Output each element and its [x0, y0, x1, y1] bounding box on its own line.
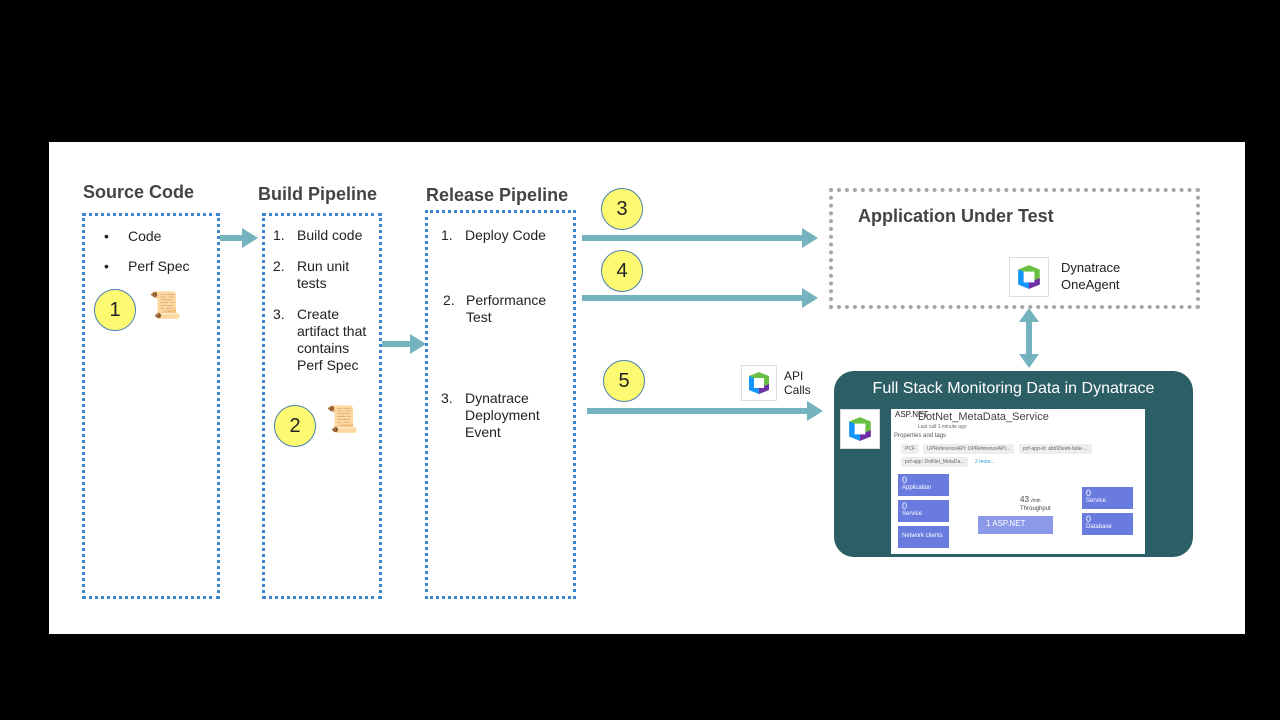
step-badge-2: 2 [274, 405, 316, 447]
build-item: Run unit tests [297, 258, 350, 291]
build-item: Create artifact that contains Perf Spec [297, 306, 367, 373]
tag: pcf-app-id: abb93eeb-fa9e-... [1019, 444, 1092, 454]
source-item: Perf Spec [128, 258, 190, 274]
script-icon: 📜 [326, 404, 359, 434]
dynatrace-logo-icon [741, 365, 777, 401]
source-code-title: Source Code [83, 182, 195, 202]
arrow-source-to-build [220, 228, 258, 248]
properties-toggle[interactable]: Properties and tags [894, 433, 947, 439]
release-pipeline-title: Release Pipeline [426, 185, 569, 205]
monitoring-panel: Full Stack Monitoring Data in Dynatrace … [834, 371, 1193, 557]
dynatrace-logo-icon [840, 409, 880, 449]
arrow-perf-test [582, 288, 818, 308]
arrow-deploy [582, 228, 818, 248]
double-arrow [1026, 312, 1032, 360]
last-call: Last call 1 minute ago [918, 424, 967, 430]
monitoring-title: Full Stack Monitoring Data in Dynatrace [872, 380, 1155, 397]
build-pipeline-title: Build Pipeline [258, 184, 378, 204]
step-badge-3: 3 [601, 188, 643, 230]
tag: UPReferenceAPI: UPReferenceAPI... [923, 444, 1015, 454]
step-badge-1: 1 [94, 289, 136, 331]
api-calls-label: API Calls [784, 369, 811, 397]
more-tags-link[interactable]: 2 more... [975, 459, 995, 465]
oneagent-label: Dynatrace OneAgent [1061, 260, 1121, 292]
build-pipeline-box [262, 213, 382, 599]
tag: PCF [901, 444, 919, 454]
aspnet-node[interactable]: 1 ASP.NET [978, 516, 1053, 534]
source-item: Code [128, 228, 162, 244]
step-badge-5: 5 [603, 360, 645, 402]
oneagent-logo-icon [1009, 257, 1049, 297]
arrow-build-to-release [382, 334, 426, 354]
release-pipeline-box [425, 210, 576, 599]
aut-title: Application Under Test [858, 206, 1054, 226]
release-item: Dynatrace Deployment Event [465, 390, 540, 440]
step-badge-4: 4 [601, 250, 643, 292]
aspnet-logo: ASP.NET [895, 410, 929, 419]
tag: pcf-app: DotNet_MetaDa... [901, 457, 969, 467]
service-card: ASP.NET DotNet_MetaData_Service Last cal… [891, 409, 1145, 554]
release-item: Deploy Code [465, 227, 546, 243]
build-item: Build code [297, 227, 363, 243]
service-name: DotNet_MetaData_Service [918, 411, 1049, 423]
application-under-test-box [829, 188, 1200, 309]
script-icon: 📜 [149, 290, 182, 320]
slide: Source Code Build Pipeline Release Pipel… [49, 142, 1245, 634]
arrow-deployment-event [587, 401, 823, 421]
release-item: Performance Test [466, 292, 547, 325]
source-code-box [82, 213, 220, 599]
